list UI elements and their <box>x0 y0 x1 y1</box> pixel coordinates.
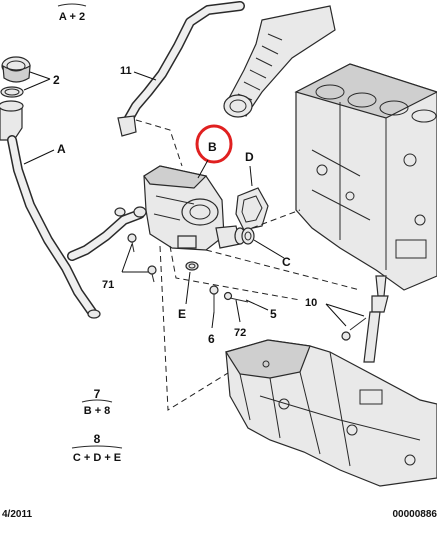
callout-5: 5 <box>270 307 277 321</box>
callout-D: D <box>245 150 254 164</box>
assembly-dashed-lines <box>135 119 361 411</box>
stud-72 <box>223 291 249 303</box>
breather-hose <box>117 1 245 137</box>
bolts-71 <box>127 233 157 283</box>
callout-10-leader-b <box>325 303 365 317</box>
callout-10: 10 <box>305 297 317 309</box>
callout-71: 71 <box>102 279 114 291</box>
callout-E: E <box>178 307 186 321</box>
gasket-D <box>235 187 269 231</box>
callout-B: B <box>208 140 217 154</box>
group-7-formula: B + 8 <box>84 405 111 417</box>
seal-E <box>185 261 199 271</box>
group-7: 7 B + 8 <box>81 387 113 417</box>
oil-level-sensor <box>341 275 389 363</box>
callout-11: 11 <box>120 65 132 77</box>
callout-C: C <box>282 255 291 269</box>
callout-B-leader <box>197 159 209 179</box>
o-ring-C <box>241 227 255 245</box>
intake-hose <box>223 5 336 118</box>
callout-10-leader-a <box>325 303 347 327</box>
oil-filler-tube <box>0 100 101 319</box>
callout-6: 6 <box>208 332 215 346</box>
callout-5-leader <box>245 299 269 311</box>
group-8-formula: C + D + E <box>73 452 121 464</box>
callout-72: 72 <box>234 327 246 339</box>
top-formula: A + 2 <box>59 11 85 23</box>
engine-block <box>294 63 437 291</box>
group-8: 8 C + D + E <box>71 432 123 464</box>
callout-11-leader <box>133 71 157 81</box>
top-formula-group: A + 2 <box>57 3 87 23</box>
callout-C-leader <box>253 239 285 259</box>
oil-filter-housing <box>143 165 246 251</box>
callout-72-leader <box>235 299 241 323</box>
callout-6-leader <box>211 311 215 329</box>
callout-2-leaders <box>23 71 51 91</box>
callout-D-leader <box>249 165 253 187</box>
callout-71-leader-a <box>121 243 133 273</box>
footer-reference: 00000886 <box>393 509 437 520</box>
footer-date: 4/2011 <box>2 509 32 520</box>
callout-A: A <box>57 142 66 156</box>
oil-sump <box>225 339 437 487</box>
bolt-6 <box>209 285 219 312</box>
callout-E-leader <box>185 271 191 305</box>
highlight-circle <box>195 124 233 164</box>
callout-2: 2 <box>53 73 60 87</box>
callout-A-leader <box>23 149 55 165</box>
group-7-number: 7 <box>94 387 101 401</box>
group-8-number: 8 <box>94 432 101 446</box>
coolant-hose <box>67 206 147 261</box>
oil-filler-cap <box>0 56 31 98</box>
